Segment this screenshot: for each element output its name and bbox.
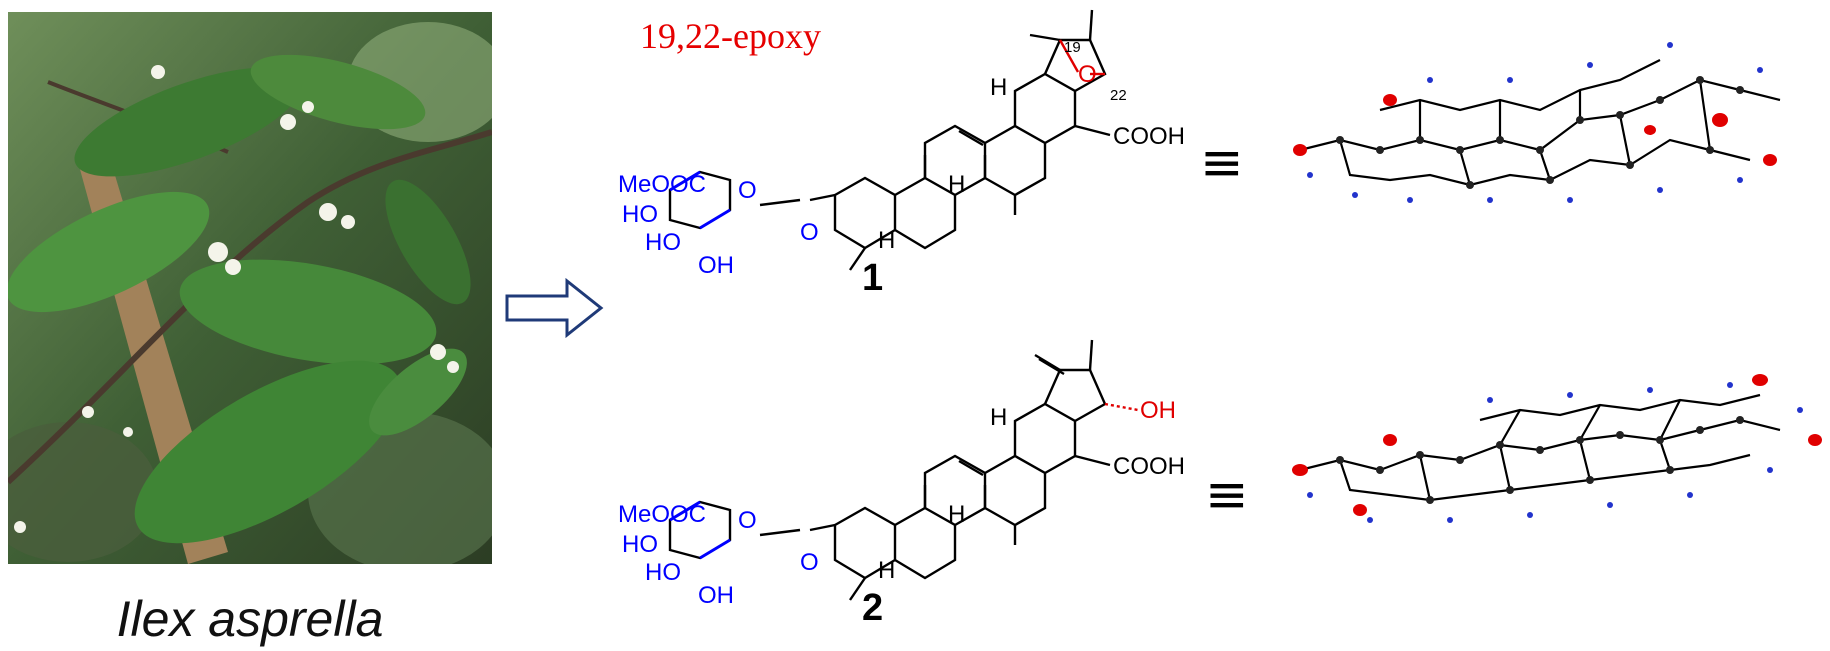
c2-ring-d: [984, 454, 1047, 527]
equiv-sign-2: ≡: [1205, 465, 1249, 525]
plant-photo: [8, 12, 492, 564]
crystal-structure-1: [1299, 59, 1781, 187]
species-caption: Ilex asprella: [116, 591, 384, 647]
c1-pos-22: 22: [1110, 87, 1127, 104]
c2-h-2: H: [948, 501, 965, 528]
epoxy-label: 19,22-epoxy: [640, 16, 821, 56]
c2-ester: MeOOC: [618, 501, 706, 528]
crystal-atoms-2: [1292, 374, 1822, 523]
c1-h-1: H: [990, 74, 1007, 101]
c2-ring-c: [923, 454, 987, 527]
crystal-atoms-1: [1293, 42, 1777, 203]
c2-glyco-o: O: [800, 549, 819, 576]
c1-ring-d: [984, 124, 1047, 197]
c1-h-2: H: [948, 171, 965, 198]
compound-2-number: 2: [862, 587, 883, 629]
c2-oh: OH: [698, 582, 734, 609]
compound-1-number: 1: [862, 257, 883, 299]
c2-h-1: H: [990, 404, 1007, 431]
c2-cooh: COOH: [1113, 453, 1185, 480]
c1-oh: OH: [698, 252, 734, 279]
c1-cooh: COOH: [1113, 123, 1185, 150]
c1-pos-19: 19: [1064, 39, 1081, 56]
c2-ho-1: HO: [622, 531, 658, 558]
c1-glyco-o: O: [800, 219, 819, 246]
c1-ho-1: HO: [622, 201, 658, 228]
c1-ring-o: O: [738, 177, 757, 204]
c2-ring-b: [894, 506, 957, 580]
c2-ring-o: O: [738, 507, 757, 534]
c1-h-3: H: [878, 227, 895, 254]
c1-ho-2: HO: [645, 229, 681, 256]
c2-ring-e: [1013, 402, 1077, 475]
c1-epoxy-o: O: [1078, 61, 1097, 88]
c2-h-3: H: [878, 557, 895, 584]
c1-ring-b: [894, 176, 957, 250]
c1-ring-c: [923, 124, 987, 197]
c1-ester: MeOOC: [618, 171, 706, 198]
c1-ring-e: [1013, 72, 1077, 145]
c2-ho-2: HO: [645, 559, 681, 586]
equiv-sign-1: ≡: [1200, 133, 1244, 193]
right-arrow-icon: [505, 278, 604, 338]
c2-side-oh: OH: [1140, 397, 1176, 424]
chemical-scheme: 19,22-epoxy MeOOC HO HO OH O O O 19 22 C…: [618, 9, 1822, 629]
